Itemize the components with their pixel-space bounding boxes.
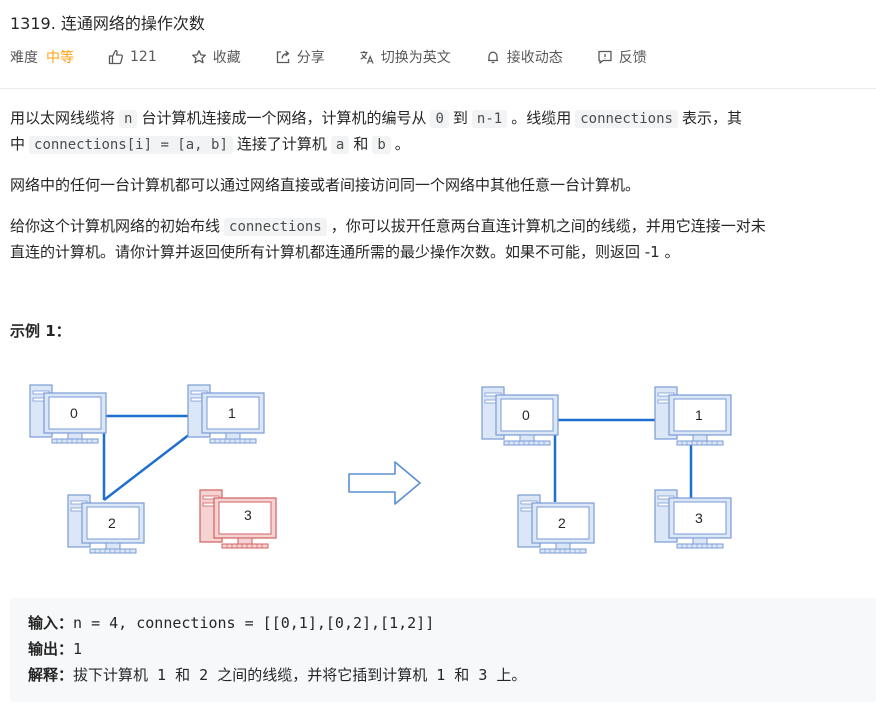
svg-text:2: 2 [558, 515, 566, 531]
problem-meta-bar: 难度 中等 121 收藏 分享 切换为英文 接收动态 [10, 46, 681, 68]
example-title: 示例 1： [10, 322, 71, 340]
output-label: 输出： [28, 640, 74, 658]
notify-label: 接收动态 [506, 50, 563, 66]
inline-code: 0 [430, 110, 449, 128]
input-value: n = 4, connections = [[0,1],[0,2],[1,2]] [73, 614, 435, 632]
inline-code: b [372, 136, 391, 154]
input-label: 输入： [28, 614, 74, 632]
example-output-line: 输出：1 [28, 636, 858, 662]
like-button[interactable]: 121 [108, 49, 157, 65]
computer-1: 1 [654, 386, 732, 446]
translate-button[interactable]: 切换为英文 [359, 47, 451, 67]
svg-text:3: 3 [244, 507, 252, 523]
like-count: 121 [130, 49, 157, 65]
notify-button[interactable]: 接收动态 [485, 47, 563, 67]
svg-text:3: 3 [695, 510, 703, 526]
description-paragraph-2: 网络中的任何一台计算机都可以通过网络直接或者间接访问同一个网络中其他任意一台计算… [10, 176, 641, 194]
computer-3-disconnected: 3 [199, 489, 277, 549]
share-label: 分享 [296, 50, 325, 66]
svg-text:0: 0 [70, 405, 78, 421]
bell-icon [487, 51, 498, 64]
transform-arrow-icon [348, 461, 421, 505]
difficulty-label: 难度 [10, 50, 38, 66]
inline-code: n-1 [471, 110, 508, 128]
translate-icon [360, 51, 374, 64]
inline-code: connections[i] = [a, b] [29, 136, 233, 154]
svg-text:1: 1 [695, 407, 703, 423]
favorite-button[interactable]: 收藏 [191, 47, 241, 67]
before-network: 0 1 2 3 [29, 384, 277, 554]
favorite-label: 收藏 [212, 50, 241, 66]
computer-1: 1 [187, 384, 265, 444]
inline-code: n [119, 110, 138, 128]
example-explain-line: 解释：拔下计算机 1 和 2 之间的线缆，并将它插到计算机 1 和 3 上。 [28, 662, 858, 688]
svg-text:1: 1 [228, 405, 236, 421]
svg-text:2: 2 [108, 515, 116, 531]
after-network: 0 1 2 3 [481, 386, 732, 554]
feedback-button[interactable]: 反馈 [597, 47, 647, 67]
example-codebox: 输入：n = 4, connections = [[0,1],[0,2],[1,… [10, 598, 876, 702]
example-input-line: 输入：n = 4, connections = [[0,1],[0,2],[1,… [28, 610, 858, 636]
computer-2: 2 [517, 494, 595, 554]
feedback-icon [598, 50, 612, 64]
computer-0: 0 [29, 384, 107, 444]
inline-code: connections [575, 110, 678, 128]
translate-label: 切换为英文 [380, 50, 451, 66]
computer-3: 3 [654, 489, 732, 549]
explain-value: 拔下计算机 1 和 2 之间的线缆，并将它插到计算机 1 和 3 上。 [73, 666, 527, 684]
computer-2: 2 [67, 494, 145, 554]
svg-text:0: 0 [522, 407, 530, 423]
share-icon [276, 50, 289, 64]
output-value: 1 [73, 640, 83, 658]
problem-title: 1319. 连通网络的操作次数 [10, 14, 205, 33]
star-icon [191, 50, 206, 64]
inline-code: connections [224, 218, 327, 236]
explain-label: 解释： [28, 666, 74, 684]
inline-code: a [330, 136, 350, 154]
computer-0: 0 [481, 386, 559, 446]
share-button[interactable]: 分享 [275, 47, 325, 67]
thumb-up-icon [108, 49, 124, 65]
feedback-label: 反馈 [618, 50, 647, 66]
header-divider [0, 88, 876, 89]
difficulty-value: 中等 [46, 50, 74, 66]
example-diagram: 0 1 2 3 0 1 2 3 [29, 384, 732, 554]
